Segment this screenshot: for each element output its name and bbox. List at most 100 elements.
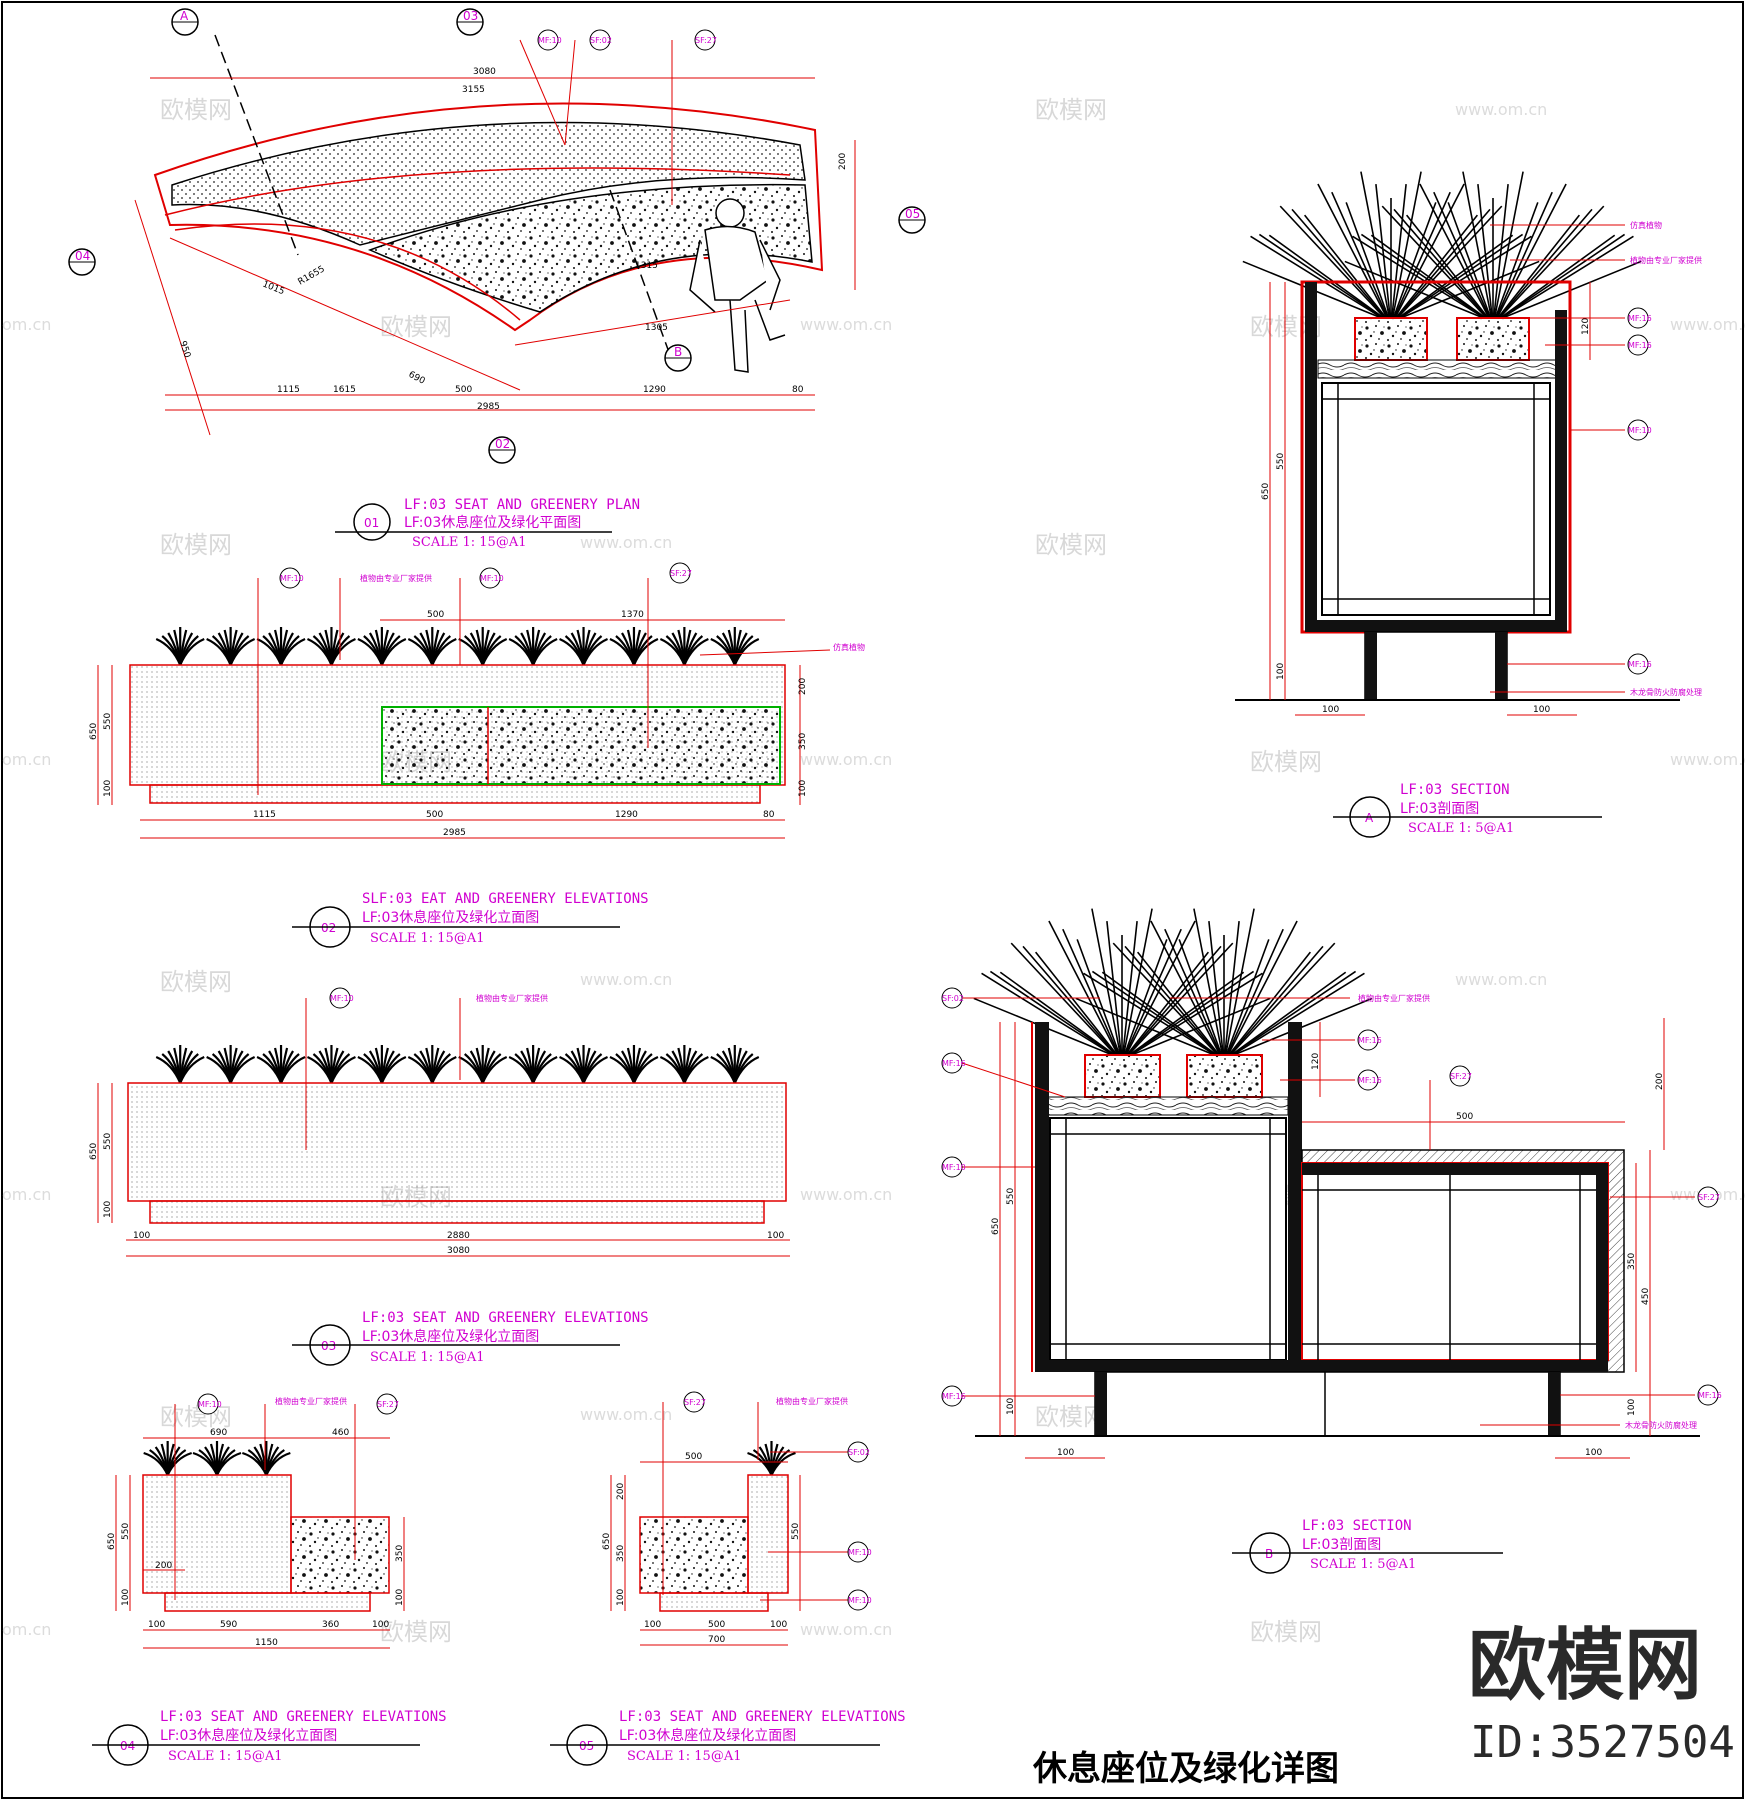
svg-text:03: 03: [321, 1339, 336, 1353]
dim-line: [169, 237, 521, 391]
dim-650: 650: [602, 1533, 612, 1550]
dim-550: 550: [1006, 1188, 1016, 1205]
plan-seat-top: [171, 121, 806, 246]
tag-mf16[interactable]: MF:16: [1627, 307, 1652, 329]
tag-mf16[interactable]: MF:16: [1357, 1029, 1382, 1051]
tag-sf27[interactable]: SF:27: [694, 29, 717, 51]
frame-box: [1321, 382, 1551, 616]
dim-100: 100: [395, 1589, 405, 1606]
note-plant-supplier: 植物由专业厂家提供: [1630, 255, 1702, 265]
svg-text:LF:03休息座位及绿化立面图: LF:03休息座位及绿化立面图: [362, 1328, 539, 1345]
dim-650: 650: [89, 723, 99, 740]
section-cut-line-b: [609, 189, 671, 356]
plants-row: [155, 1044, 760, 1084]
dim-100: 100: [1627, 1399, 1637, 1416]
leader-line: [699, 649, 831, 656]
svg-text:LF:03 SECTION: LF:03 SECTION: [1400, 782, 1510, 798]
svg-text:SLF:03 EAT AND GREENERY ELEVAT: SLF:03 EAT AND GREENERY ELEVATIONS: [362, 891, 649, 907]
svg-text:MF:16: MF:16: [942, 1059, 966, 1068]
seat-body: [127, 1082, 787, 1202]
svg-text:SF:27: SF:27: [695, 36, 717, 45]
tag-mf16[interactable]: MF:16: [1357, 1069, 1382, 1091]
watermark-url: www.om.cn: [800, 1620, 892, 1639]
dim-line: [514, 299, 791, 346]
tag-sf27[interactable]: SF:27: [683, 1391, 706, 1413]
watermark-url: www.om.cn: [1670, 750, 1745, 769]
plant-tuft-icon: [559, 627, 609, 666]
plant-tuft-icon: [143, 1441, 193, 1476]
tag-mf10[interactable]: MF:10: [1627, 419, 1652, 441]
tag-sf27[interactable]: SF:27: [1449, 1065, 1472, 1087]
plants-row: [143, 1441, 291, 1476]
dim-1615: 1615: [333, 385, 356, 395]
callout-05[interactable]: 05: [898, 206, 926, 234]
watermark-url: www.om.cn: [1455, 970, 1547, 989]
dim-200: 200: [155, 1561, 172, 1571]
dim-350: 350: [616, 1545, 626, 1562]
svg-text:MF:10: MF:10: [848, 1596, 872, 1605]
svg-text:SF:27: SF:27: [670, 569, 692, 578]
section-a-view-title: A LF:03 SECTION LF:03剖面图 SCALE 1: 5@A1: [1333, 782, 1602, 838]
tag-mf10[interactable]: MF:10: [197, 1393, 222, 1415]
svg-text:MF:16: MF:16: [1698, 1391, 1722, 1400]
tag-sf02[interactable]: SF:02: [847, 1441, 870, 1463]
watermark-logo: 欧模网: [160, 968, 232, 996]
shell-wall-left: [1035, 1022, 1049, 1372]
svg-text:MF:10: MF:10: [198, 1400, 222, 1409]
plant-tuft-icon: [192, 1441, 242, 1476]
watermark-url: om.cn: [2, 315, 51, 334]
base-frame: [1364, 631, 1508, 701]
dim-100: 100: [1322, 705, 1339, 715]
dim-100: 100: [616, 1589, 626, 1606]
callout-b[interactable]: B: [664, 344, 692, 372]
plant-tuft-icon: [407, 1045, 457, 1084]
dim-100: 100: [767, 1231, 784, 1241]
tag-sf27[interactable]: SF:27: [1697, 1186, 1720, 1208]
tag-sf02[interactable]: SF:02: [589, 29, 612, 51]
tag-mf10[interactable]: MF:10: [537, 29, 562, 51]
plant-tuft-icon: [458, 627, 508, 666]
svg-text:01: 01: [364, 516, 379, 530]
tag-mf16[interactable]: MF:16: [1697, 1384, 1722, 1406]
tag-mf16[interactable]: MF:16: [941, 1385, 966, 1407]
tag-mf16[interactable]: MF:16: [941, 1052, 966, 1074]
svg-text:MF:10: MF:10: [480, 574, 504, 583]
seat-plinth: [149, 784, 761, 804]
dim-100: 100: [1276, 663, 1286, 680]
tag-mf10[interactable]: MF:10: [479, 567, 504, 589]
dim-500: 500: [685, 1452, 702, 1462]
tag-mf10[interactable]: MF:10: [279, 567, 304, 589]
leader-line: [961, 1062, 1066, 1098]
callout-02[interactable]: 02: [488, 436, 516, 464]
tag-sf27[interactable]: SF:27: [376, 1393, 399, 1415]
plant-tuft-icon: [747, 1441, 796, 1476]
grass-tuft-icon: [1075, 908, 1373, 1056]
dim-2880: 2880: [447, 1231, 470, 1241]
plant-tuft-icon: [241, 1441, 291, 1476]
tag-sf27[interactable]: SF:27: [669, 562, 692, 584]
watermark-url: www.om.cn: [800, 750, 892, 769]
dim-550: 550: [103, 713, 113, 730]
tag-mf10[interactable]: MF:10: [847, 1589, 872, 1611]
tag-mf10[interactable]: MF:10: [847, 1541, 872, 1563]
tag-mf10[interactable]: MF:10: [329, 987, 354, 1009]
shell-bottom: [1305, 620, 1567, 632]
svg-text:B: B: [674, 345, 682, 359]
planter-body: [142, 1474, 292, 1594]
callout-a[interactable]: A: [171, 8, 199, 36]
tag-mf16[interactable]: MF:16: [1627, 334, 1652, 356]
tag-mf16[interactable]: MF:16: [1627, 653, 1652, 675]
tag-mf10[interactable]: MF:10: [941, 1156, 966, 1178]
elev03-view-title: 03 LF:03 SEAT AND GREENERY ELEVATIONS LF…: [292, 1310, 649, 1366]
plant-tuft-icon: [306, 627, 356, 666]
elev05-view-title: 05 LF:03 SEAT AND GREENERY ELEVATIONS LF…: [550, 1709, 906, 1766]
dim-100: 100: [770, 1620, 787, 1630]
callout-03[interactable]: 03: [456, 8, 484, 36]
dim-1315: 1315: [635, 261, 658, 271]
person-figure-icon: [689, 198, 786, 373]
plinth: [659, 1592, 769, 1612]
elevation-03: 100 2880 100 3080 550 650 100 MF:10 植物由专…: [89, 987, 790, 1366]
tag-sf02[interactable]: SF:02: [941, 987, 964, 1009]
callout-04[interactable]: 04: [68, 248, 96, 276]
